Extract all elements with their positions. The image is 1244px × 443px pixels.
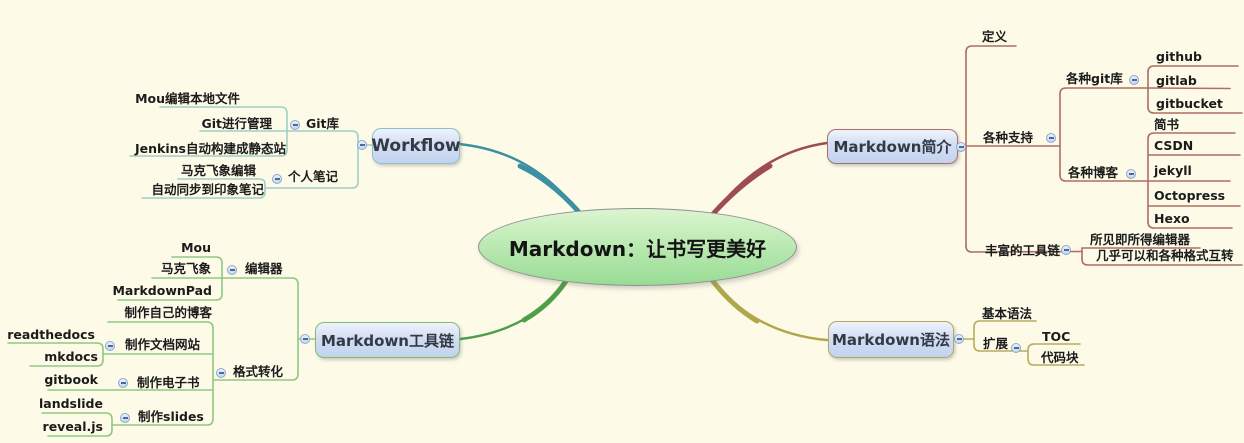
collapse-icon-syntax[interactable] — [954, 334, 964, 344]
leaf-sync-evernote[interactable]: 自动同步到印象笔记 — [151, 182, 264, 197]
branch-workflow[interactable]: Workflow — [371, 128, 461, 164]
leaf-markdownpad[interactable]: MarkdownPad — [112, 283, 212, 298]
collapse-icon-extensions[interactable] — [1011, 343, 1021, 353]
leaf-revealjs[interactable]: reveal.js — [42, 419, 103, 434]
minus-glyph — [958, 146, 964, 148]
minus-glyph — [274, 178, 280, 180]
branch-intro[interactable]: Markdown简介 — [827, 129, 958, 164]
collapse-icon-rich-toolchain[interactable] — [1061, 245, 1071, 255]
leaf-landslide[interactable]: landslide — [38, 396, 103, 411]
branch-syntax[interactable]: Markdown语法 — [828, 321, 954, 358]
topic-editors[interactable]: 编辑器 — [245, 261, 283, 276]
collapse-icon-blogs[interactable] — [1126, 169, 1136, 179]
leaf-gitlab[interactable]: gitlab — [1156, 73, 1197, 88]
central-topic[interactable]: Markdown：让书写更美好 — [478, 208, 797, 286]
topic-rich-toolchain[interactable]: 丰富的工具链 — [985, 243, 1061, 258]
collapse-icon-personal-notes[interactable] — [272, 174, 282, 184]
topic-doc-site[interactable]: 制作文档网站 — [125, 337, 201, 352]
leaf-own-blog[interactable]: 制作自己的博客 — [124, 305, 212, 320]
minus-glyph — [1063, 249, 1069, 251]
topic-blogs[interactable]: 各种博客 — [1068, 165, 1119, 180]
minus-glyph — [218, 372, 224, 374]
leaf-jenkins-static[interactable]: Jenkins自动构建成静态站 — [135, 141, 286, 156]
topic-ebook[interactable]: 制作电子书 — [137, 375, 200, 390]
leaf-readthedocs[interactable]: readthedocs — [7, 327, 95, 342]
collapse-icon-editors[interactable] — [227, 265, 237, 275]
leaf-mkdocs[interactable]: mkdocs — [44, 349, 98, 364]
leaf-definition[interactable]: 定义 — [982, 29, 1008, 44]
toolchain-connectors — [7, 256, 316, 437]
leaf-hexo[interactable]: Hexo — [1154, 211, 1190, 226]
leaf-maxiang[interactable]: 马克飞象 — [160, 261, 211, 276]
collapse-icon-toolchain[interactable] — [300, 334, 310, 344]
collapse-icon-git-repo[interactable] — [290, 120, 300, 130]
collapse-icon-intro[interactable] — [956, 142, 966, 152]
leaf-gitbucket[interactable]: gitbucket — [1156, 96, 1223, 111]
leaf-octopress[interactable]: Octopress — [1154, 188, 1226, 203]
minus-glyph — [1048, 137, 1054, 139]
topic-slides[interactable]: 制作slides — [138, 409, 204, 424]
topic-git-repo[interactable]: Git库 — [306, 116, 340, 131]
minus-glyph — [359, 144, 365, 146]
minus-glyph — [107, 345, 113, 347]
leaf-basic-syntax[interactable]: 基本语法 — [982, 306, 1033, 321]
leaf-csdn[interactable]: CSDN — [1154, 138, 1194, 153]
leaf-jianshu[interactable]: 简书 — [1154, 117, 1180, 132]
topic-extensions[interactable]: 扩展 — [983, 336, 1009, 351]
minus-glyph — [1128, 173, 1134, 175]
leaf-jekyll[interactable]: jekyll — [1154, 163, 1192, 178]
minus-glyph — [956, 338, 962, 340]
leaf-github[interactable]: github — [1156, 49, 1202, 64]
leaf-gitbook[interactable]: gitbook — [44, 372, 98, 387]
main-branch-curves — [457, 141, 829, 342]
minus-glyph — [1131, 79, 1137, 81]
collapse-icon-ebook[interactable] — [118, 378, 128, 388]
leaf-mou-local-files[interactable]: Mou编辑本地文件 — [135, 91, 240, 106]
topic-git-repos[interactable]: 各种git库 — [1066, 71, 1123, 86]
topic-support[interactable]: 各种支持 — [983, 130, 1034, 145]
branch-toolchain[interactable]: Markdown工具链 — [315, 322, 460, 358]
leaf-format-convert[interactable]: 几乎可以和各种格式互转 — [1096, 248, 1234, 263]
collapse-icon-conversion[interactable] — [216, 368, 226, 378]
collapse-icon-doc-site[interactable] — [105, 341, 115, 351]
workflow-connectors — [129, 106, 373, 199]
leaf-git-manage[interactable]: Git进行管理 — [201, 116, 272, 131]
topic-conversion[interactable]: 格式转化 — [233, 364, 284, 379]
minus-glyph — [292, 124, 298, 126]
collapse-icon-workflow[interactable] — [357, 140, 367, 150]
minus-glyph — [229, 269, 235, 271]
topic-personal-notes[interactable]: 个人笔记 — [288, 169, 339, 184]
leaf-maxiang-edit[interactable]: 马克飞象编辑 — [180, 163, 256, 178]
minus-glyph — [302, 338, 308, 340]
collapse-icon-git-repos[interactable] — [1129, 75, 1139, 85]
intro-connectors — [955, 45, 1243, 266]
leaf-toc[interactable]: TOC — [1042, 329, 1071, 344]
minus-glyph — [120, 382, 126, 384]
collapse-icon-support[interactable] — [1046, 133, 1056, 143]
collapse-icon-slides[interactable] — [120, 413, 130, 423]
leaf-wysiwyg-editors[interactable]: 所见即所得编辑器 — [1090, 232, 1191, 247]
leaf-code-block[interactable]: 代码块 — [1041, 350, 1079, 365]
leaf-mou[interactable]: Mou — [181, 240, 211, 255]
minus-glyph — [1013, 347, 1019, 349]
minus-glyph — [122, 417, 128, 419]
